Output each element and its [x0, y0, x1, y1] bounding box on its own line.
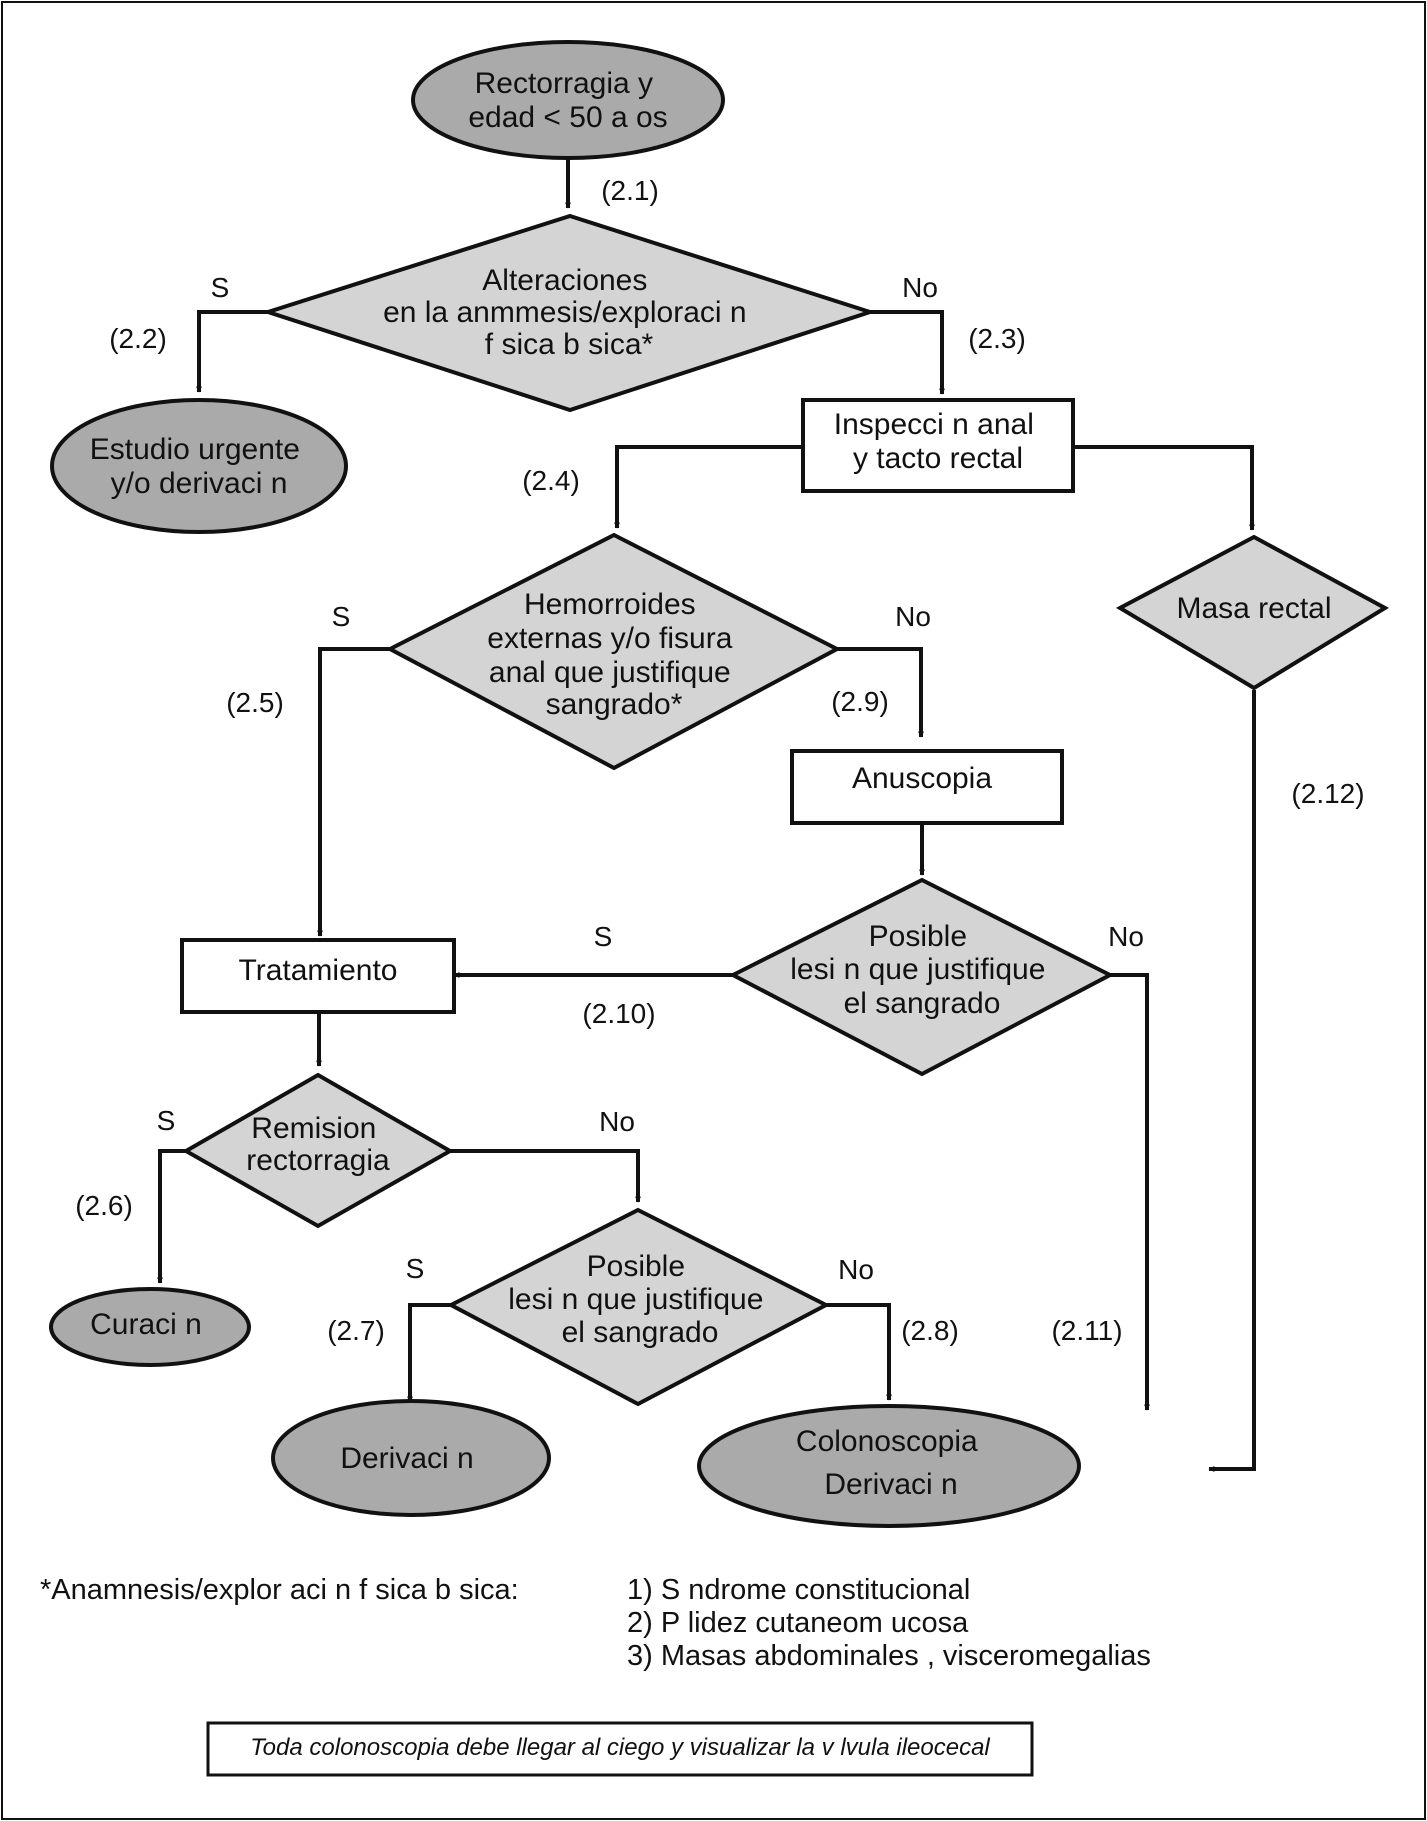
step-label: (2.4)	[522, 465, 580, 496]
edge-hemorrhoids-yes-treatment	[317, 647, 390, 937]
lesion2-label: Posible lesi n que justifique el sangrad…	[508, 1250, 772, 1349]
lesion1-label: Posible lesi n que justifique el sangrad…	[790, 920, 1054, 1020]
anoscopy-node	[790, 749, 1064, 825]
footnote-label: *Anamnesis/explor aci n f sica b sica:	[40, 1574, 519, 1606]
edge-anamnesis-yes-urgent	[196, 310, 268, 393]
remission-label-line: rectorragia	[246, 1144, 390, 1177]
anamnesis-label-line: Alteraciones	[482, 264, 647, 297]
colonoscopy-label-line: Colonoscopia	[796, 1425, 978, 1458]
hemorrhoids-decision	[385, 532, 842, 771]
branch-yes-label: S	[157, 1105, 176, 1136]
urgent-study-label-line: Estudio urgente	[90, 433, 300, 466]
branch-no-label: No	[599, 1106, 635, 1137]
branch-no-label: No	[895, 601, 931, 632]
branch-yes-label: S	[211, 272, 230, 303]
inspection-label-line: Inspecci n anal	[834, 408, 1034, 441]
step-label: (2.8)	[901, 1315, 959, 1346]
node-labels: Rectorragia y edad < 50 a os Alteracione…	[90, 67, 1332, 1501]
remission-label-line: Remision	[251, 1112, 376, 1145]
urgent-study-label-line: y/o derivaci n	[111, 467, 288, 500]
branch-no-label: No	[1108, 921, 1144, 952]
edge-remission-yes-cure	[157, 1149, 186, 1284]
node-shapes	[49, 40, 1390, 1528]
inspection-node	[801, 398, 1075, 493]
colonoscopy-node	[697, 1404, 1081, 1528]
remission-decision	[181, 1072, 455, 1229]
branch-yes-label: S	[332, 601, 351, 632]
anamnesis-decision	[261, 213, 877, 413]
edge-remission-no-lesion2	[450, 1149, 641, 1203]
anamnesis-label-line: en la anmmesis/exploraci n	[383, 296, 747, 329]
step-label: (2.12)	[1291, 778, 1364, 809]
start-label-line: edad < 50 a os	[468, 101, 667, 134]
footnote-item: 3) Masas abdominales , visceromegalias	[627, 1640, 1151, 1672]
branch-no-label: No	[902, 272, 938, 303]
mass-decision	[1115, 534, 1390, 691]
cure-label: Curaci n	[90, 1308, 202, 1341]
edge-hemorrhoids-no-anoscopy	[837, 647, 924, 738]
anamnesis-label: Alteraciones en la anmmesis/exploraci n …	[383, 264, 755, 361]
hemorrhoids-label-line: anal que justifique	[489, 656, 731, 689]
anamnesis-label-line: f sica b sica*	[485, 328, 654, 361]
footnote-item: 2) P lidez cutaneom ucosa	[627, 1607, 969, 1639]
hemorrhoids-label: Hemorroides externas y/o fisura anal que…	[487, 588, 740, 721]
referral-label: Derivaci n	[340, 1442, 473, 1475]
mass-label: Masa rectal	[1176, 592, 1331, 625]
edge-lesion1-no-colonoscopy	[1110, 973, 1150, 1411]
branch-yes-label: S	[594, 921, 613, 952]
edge-inspection-to-mass	[1073, 445, 1255, 531]
edge-lesion2-no-colonoscopy	[826, 1303, 892, 1401]
hemorrhoids-label-line: externas y/o fisura	[487, 622, 732, 655]
step-labels: (2.1) (2.2) (2.3) (2.4) (2.5) (2.6) (2.7…	[75, 175, 1364, 1346]
edge-mass-to-colonoscopy	[1208, 690, 1256, 1472]
colonoscopy-label: Colonoscopia Derivaci n	[796, 1425, 986, 1501]
cure-node	[49, 1287, 251, 1367]
start-node	[411, 40, 725, 160]
remission-label: Remision rectorragia	[246, 1112, 390, 1177]
step-label: (2.1)	[601, 175, 659, 206]
lesion1-label-line: el sangrado	[844, 987, 1001, 1020]
branch-no-label: No	[838, 1254, 874, 1285]
hemorrhoids-label-line: Hemorroides	[524, 588, 696, 621]
urgent-study-label: Estudio urgente y/o derivaci n	[90, 433, 309, 500]
edge-inspection-to-hemorrhoids	[614, 445, 803, 529]
start-label-line: Rectorragia y	[475, 67, 653, 100]
colonoscopy-label-line: Derivaci n	[824, 1468, 957, 1501]
anoscopy-label: Anuscopia	[852, 762, 992, 795]
treatment-node	[180, 938, 456, 1014]
footnote-item: 1) S ndrome constitucional	[627, 1574, 970, 1606]
note-box	[206, 1721, 1034, 1777]
lesion-decision-1	[728, 877, 1115, 1077]
step-label: (2.9)	[831, 686, 889, 717]
branch-labels: S No S No S No S No S No	[157, 272, 1144, 1285]
step-label: (2.6)	[75, 1190, 133, 1221]
step-label: (2.2)	[109, 323, 167, 354]
note-text: Toda colonoscopia debe llegar al ciego y…	[250, 1734, 990, 1761]
lesion1-label-line: lesi n que justifique	[790, 953, 1045, 986]
step-label: (2.11)	[1051, 1315, 1122, 1346]
edge-lesion2-yes-referral	[407, 1303, 451, 1403]
lesion-decision-2	[446, 1207, 831, 1407]
step-label: (2.3)	[968, 323, 1026, 354]
step-label: (2.5)	[226, 687, 284, 718]
branch-yes-label: S	[406, 1253, 425, 1284]
step-label: (2.10)	[582, 998, 655, 1029]
inspection-label-line: y tacto rectal	[853, 442, 1023, 475]
lesion2-label-line: Posible	[587, 1250, 685, 1283]
inspection-label: Inspecci n anal y tacto rectal	[834, 408, 1042, 475]
footnote: *Anamnesis/explor aci n f sica b sica: 1…	[40, 1574, 1151, 1672]
edges	[157, 158, 1256, 1472]
step-label: (2.7)	[327, 1315, 385, 1346]
lesion1-label-line: Posible	[869, 920, 967, 953]
edge-anamnesis-no-inspection	[870, 310, 945, 395]
referral-node	[271, 1399, 551, 1517]
lesion2-label-line: lesi n que justifique	[508, 1283, 763, 1316]
hemorrhoids-label-line: sangrado*	[546, 688, 683, 721]
urgent-study-node	[50, 398, 348, 534]
lesion2-label-line: el sangrado	[562, 1316, 719, 1349]
start-label: Rectorragia y edad < 50 a os	[468, 67, 667, 134]
treatment-label: Tratamiento	[239, 954, 398, 987]
